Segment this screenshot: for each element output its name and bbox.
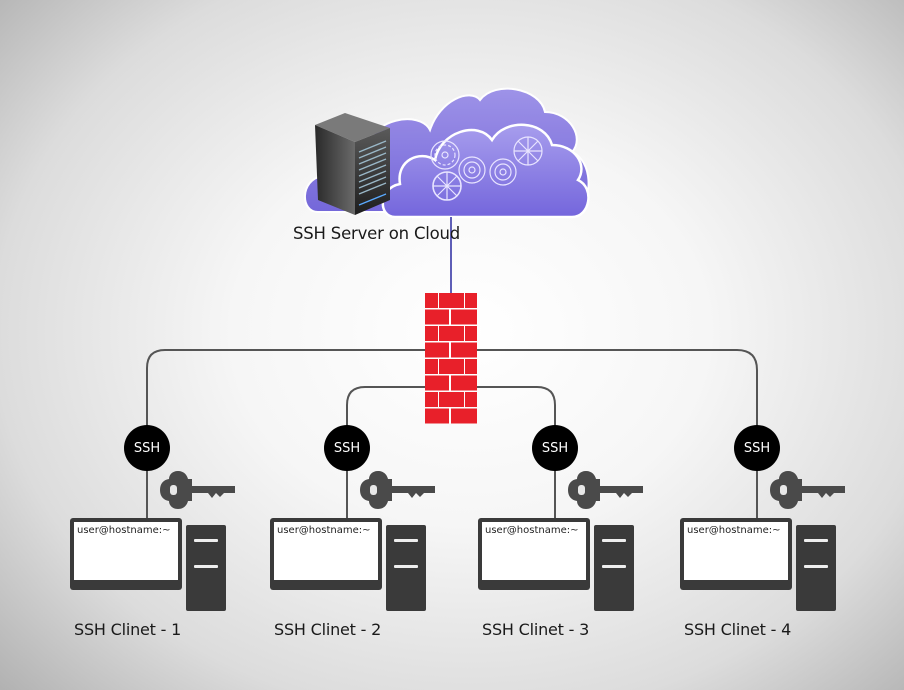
link-client-1: [146, 349, 425, 520]
firewall-brick: [465, 293, 477, 308]
pc-tower-icon: [186, 525, 226, 611]
drive-slot: [394, 539, 418, 542]
gears-icon: [430, 136, 543, 201]
monitor-icon: user@hostname:~: [70, 518, 182, 590]
drive-slot: [394, 565, 418, 568]
key-icon: [568, 471, 643, 509]
monitor-icon: user@hostname:~: [478, 518, 590, 590]
client-label: SSH Clinet - 1: [74, 620, 182, 639]
firewall-brick: [425, 309, 449, 325]
drive-slot: [804, 539, 828, 542]
monitor-icon: user@hostname:~: [680, 518, 792, 590]
brick-firewall-icon: [425, 293, 477, 424]
firewall-brick: [425, 375, 449, 391]
link-client-2: [346, 386, 425, 520]
drive-slot: [194, 565, 218, 568]
pc-tower-icon: [796, 525, 836, 611]
key-icon: [160, 471, 235, 509]
firewall-brick: [425, 359, 438, 374]
drive-slot: [194, 539, 218, 542]
firewall-brick: [451, 309, 477, 325]
client-links: [146, 349, 758, 520]
terminal-screen: user@hostname:~: [482, 522, 586, 580]
firewall-brick: [439, 326, 464, 341]
link-client-3: [477, 386, 556, 520]
key-icon: [770, 471, 845, 509]
firewall-brick: [425, 293, 438, 308]
server-label: SSH Server on Cloud: [293, 224, 461, 243]
firewall-brick: [425, 326, 438, 341]
ssh-badge: SSH: [734, 425, 780, 471]
firewall-brick: [439, 359, 464, 374]
firewall-brick: [451, 375, 477, 391]
drive-slot: [602, 565, 626, 568]
drive-slot: [804, 565, 828, 568]
firewall-brick: [451, 408, 477, 424]
client-label: SSH Clinet - 4: [684, 620, 792, 639]
ssh-badge: SSH: [124, 425, 170, 471]
pc-tower-icon: [594, 525, 634, 611]
key-icon: [360, 471, 435, 509]
terminal-screen: user@hostname:~: [684, 522, 788, 580]
link-client-4: [477, 349, 758, 520]
terminal-screen: user@hostname:~: [74, 522, 178, 580]
terminal-screen: user@hostname:~: [274, 522, 378, 580]
ssh-badge: SSH: [324, 425, 370, 471]
client-label: SSH Clinet - 3: [482, 620, 590, 639]
monitor-icon: user@hostname:~: [270, 518, 382, 590]
firewall-brick: [425, 408, 449, 424]
firewall-brick: [425, 392, 438, 407]
firewall-brick: [465, 392, 477, 407]
pc-tower-icon: [386, 525, 426, 611]
firewall-brick: [465, 359, 477, 374]
firewall-brick: [425, 342, 449, 358]
firewall-brick: [439, 293, 464, 308]
ssh-badge: SSH: [532, 425, 578, 471]
firewall-brick: [451, 342, 477, 358]
client-label: SSH Clinet - 2: [274, 620, 382, 639]
server-rack-icon: [315, 113, 390, 215]
firewall-brick: [465, 326, 477, 341]
drive-slot: [602, 539, 626, 542]
firewall-brick: [439, 392, 464, 407]
